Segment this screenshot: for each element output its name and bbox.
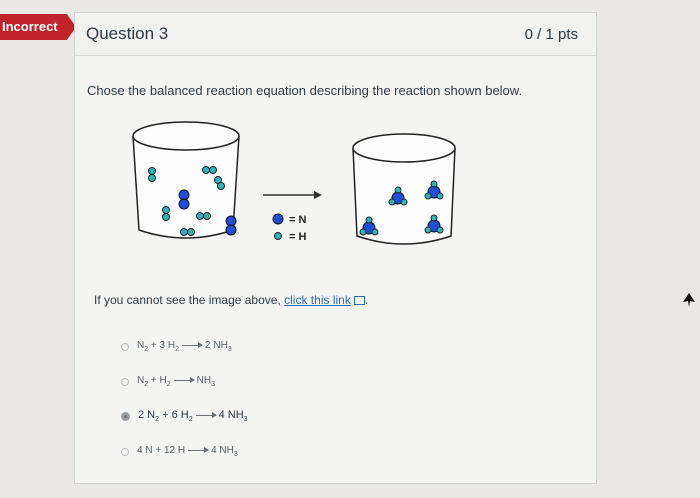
yields-arrow-icon [195, 411, 217, 418]
question-card: Question 3 0 / 1 pts Chose the balanced … [74, 12, 597, 484]
yields-arrow-icon [188, 446, 210, 453]
incorrect-badge: Incorrect [0, 14, 76, 40]
yields-arrow-icon [182, 341, 204, 348]
nitrogen-legend-label: = N [289, 214, 306, 226]
nh3-molecule [359, 216, 379, 236]
radio-button[interactable] [121, 377, 129, 386]
nitrogen-legend-icon [272, 213, 284, 225]
question-text: Chose the balanced reaction equation des… [87, 83, 523, 98]
mouse-cursor-icon [683, 293, 695, 307]
n2-molecule [178, 189, 190, 210]
reaction-diagram: = N = H [132, 121, 456, 245]
legend: = N = H [272, 213, 306, 243]
image-link-text: click this link [284, 293, 351, 307]
yields-arrow-icon [173, 376, 195, 383]
h2-molecule [196, 212, 211, 220]
radio-button[interactable] [121, 342, 129, 351]
n2-molecule [225, 215, 237, 236]
question-points: 0 / 1 pts [524, 26, 578, 43]
image-note-text: If you cannot see the image above, [94, 293, 281, 307]
external-link-icon [353, 296, 365, 305]
radio-button-selected[interactable] [121, 411, 130, 421]
h2-molecule [148, 167, 156, 182]
hydrogen-legend-icon [274, 232, 282, 240]
question-title: Question 3 [86, 24, 169, 43]
nh3-molecule [424, 180, 444, 200]
nh3-molecule [388, 186, 408, 206]
h2-molecule [180, 228, 195, 236]
h2-molecule [202, 166, 217, 174]
reactant-container [132, 121, 240, 239]
hydrogen-legend-label: = H [289, 231, 306, 243]
image-fallback-note: If you cannot see the image above, click… [94, 293, 369, 307]
radio-button[interactable] [121, 447, 129, 456]
h2-molecule [214, 176, 225, 190]
question-header: Question 3 0 / 1 pts [75, 13, 596, 56]
reaction-arrow [263, 191, 322, 199]
h2-molecule [162, 206, 170, 221]
image-link[interactable]: click this link [284, 293, 351, 307]
nh3-molecule [424, 214, 444, 234]
